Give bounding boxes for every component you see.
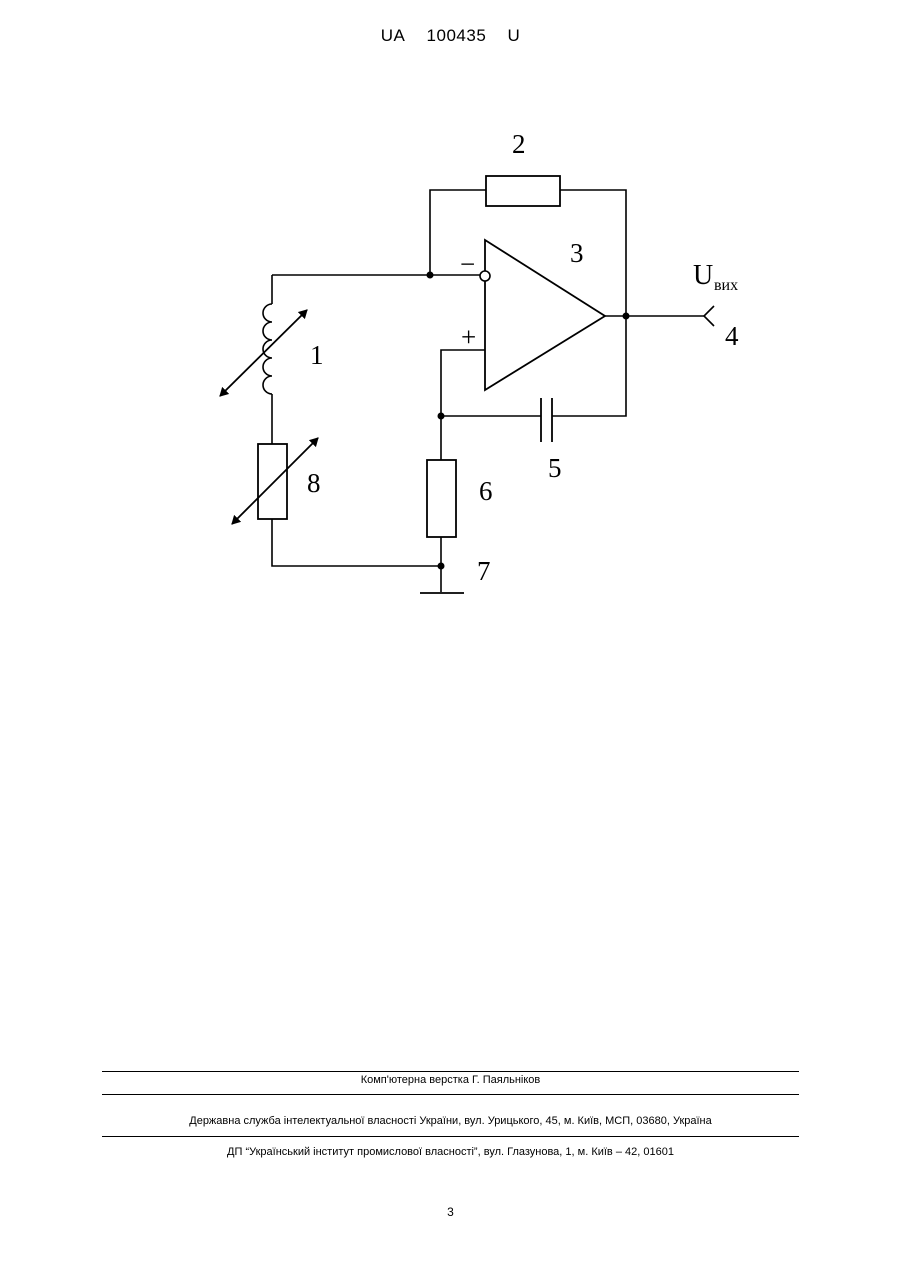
footer-office: Державна служба інтелектуальної власност… [0,1115,901,1127]
label-1: 1 [310,340,324,370]
label-8: 8 [307,468,321,498]
capacitor-5 [541,398,552,442]
footer-divider [102,1136,799,1137]
label-plus: + [461,322,476,352]
page-number: 3 [0,1205,901,1219]
label-7: 7 [477,556,491,586]
label-minus: − [460,249,475,279]
circuit-diagram: 2 3 − + 1 4 5 6 7 8 U вих [0,0,901,640]
footer-divider [102,1094,799,1095]
label-2: 2 [512,129,526,159]
label-4: 4 [725,321,739,351]
output-terminal-4 [704,306,714,326]
footer-divider [102,1071,799,1072]
label-3: 3 [570,238,584,268]
footer-institute: ДП “Український інститут промислової вла… [0,1146,901,1158]
bottom-return-wire [272,519,441,566]
label-5: 5 [548,453,562,483]
footer-typesetting: Комп'ютерна верстка Г. Паяльніков [0,1074,901,1086]
feedback-resistor-2 [486,176,560,206]
label-output-voltage-sub: вих [714,277,738,294]
variable-resistor-8 [258,444,287,519]
junction-dot [427,272,434,279]
label-6: 6 [479,476,493,506]
inverting-input-bubble [480,271,490,281]
op-amp-3 [485,240,605,390]
resistor-6 [427,460,456,537]
label-output-voltage: U [693,260,713,291]
junction-dot [438,413,445,420]
non-inverting-input-wire [441,350,485,460]
